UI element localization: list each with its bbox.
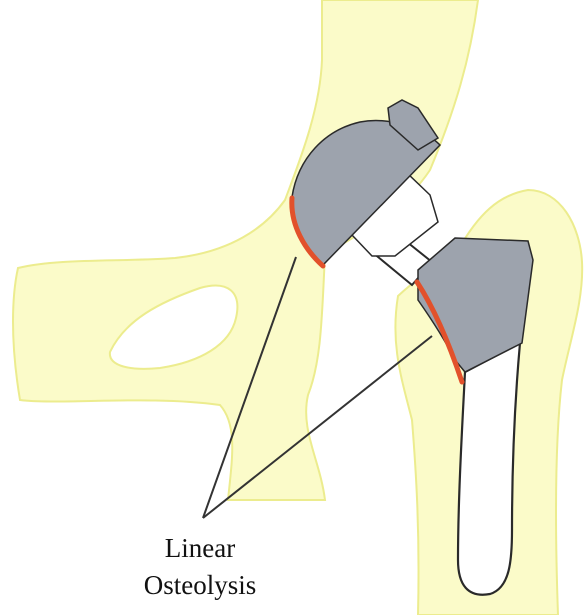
label-line-1: Linear bbox=[100, 535, 300, 562]
femoral-stem bbox=[458, 343, 520, 595]
label-line-2: Osteolysis bbox=[100, 572, 300, 599]
